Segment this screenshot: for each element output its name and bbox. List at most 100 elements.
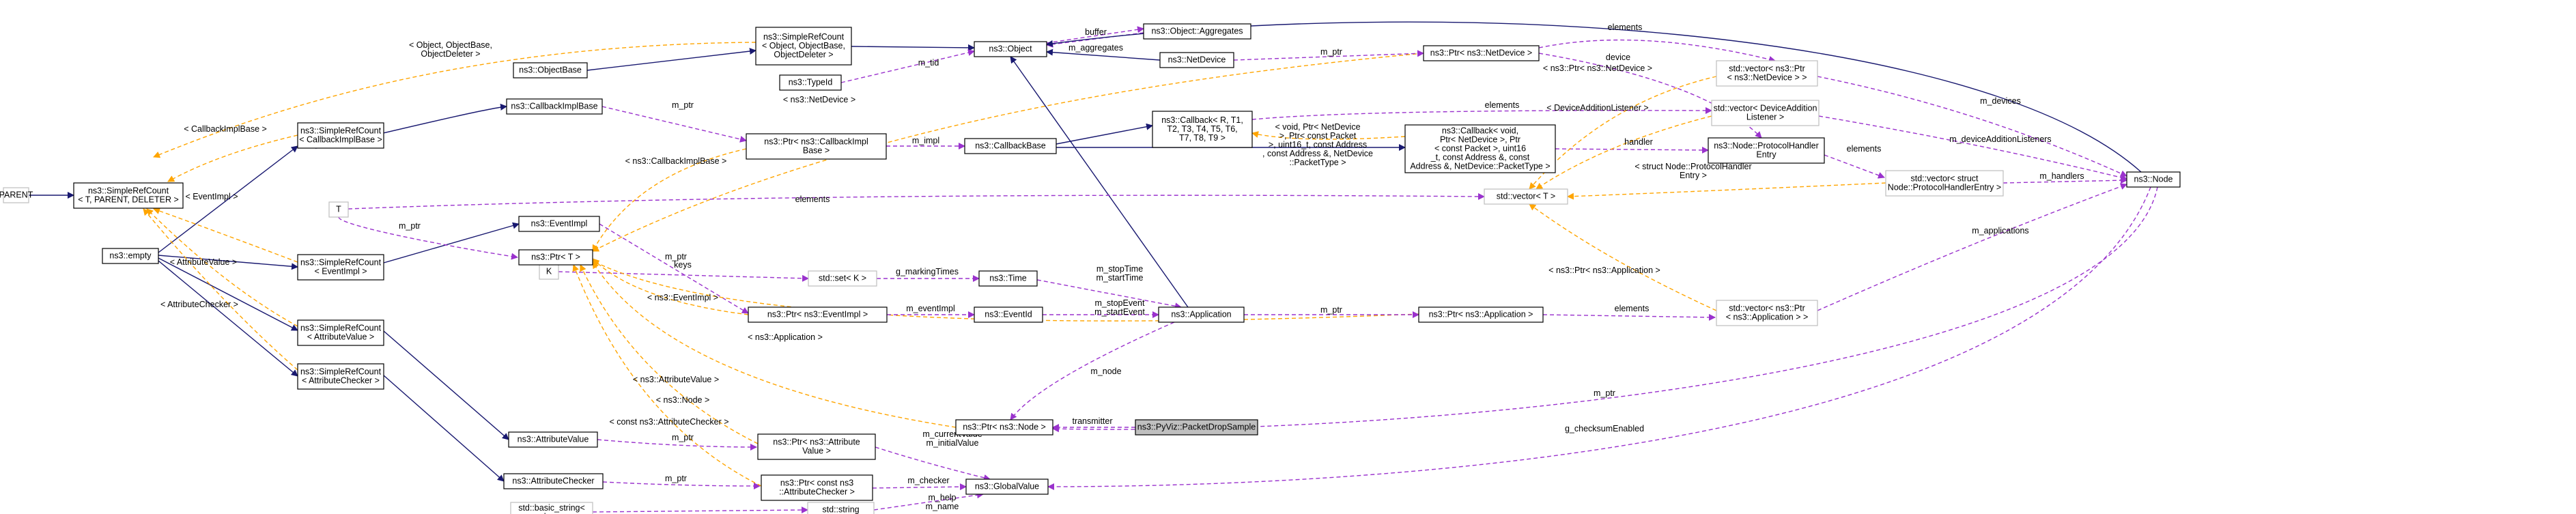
edge-vecPtrApplication-to-node xyxy=(1817,183,2127,311)
edge-object-to-aggregates xyxy=(1046,26,1144,44)
edge-label: m_ptr xyxy=(665,252,687,261)
node-label: < T, PARENT, DELETER > xyxy=(78,195,179,205)
edge-empty-to-srcAc xyxy=(158,260,298,377)
node-label: ns3::SimpleRefCount xyxy=(88,186,169,196)
edge-ptrEventImpl-to-ptrT xyxy=(592,258,749,315)
node-srcEv[interactable]: ns3::SimpleRefCount< EventImpl > xyxy=(297,254,384,281)
edge-label: handler xyxy=(1624,137,1653,147)
node-label: ns3::empty xyxy=(109,251,152,261)
node-ptrNetDevice[interactable]: ns3::Ptr< ns3::NetDevice > xyxy=(1423,45,1540,61)
edge-labels-layer: < Object, ObjectBase,ObjectDeleter >< Ca… xyxy=(160,23,2084,511)
node-ptrT[interactable]: ns3::Ptr< T > xyxy=(518,249,593,266)
node-callbackR[interactable]: ns3::Callback< R, T1,T2, T3, T4, T5, T6,… xyxy=(1152,111,1253,148)
node-parent[interactable]: PARENT xyxy=(0,187,33,203)
edge-ptrNetDevice-to-ptrT xyxy=(592,53,1424,252)
node-ptrCbImpl[interactable]: ns3::Ptr< ns3::CallbackImplBase > xyxy=(746,133,887,160)
edge-object-to-node xyxy=(1046,21,2142,173)
node-vecT[interactable]: std::vector< T > xyxy=(1484,188,1568,205)
node-objBase[interactable]: ns3::ObjectBase xyxy=(513,62,588,78)
node-ptrNode[interactable]: ns3::Ptr< ns3::Node > xyxy=(955,419,1053,436)
node-label: std::vector< DeviceAddition xyxy=(1714,104,1817,113)
node-ptrAttrChecker[interactable]: ns3::Ptr< const ns3::AttributeChecker > xyxy=(761,474,873,501)
node-callbackVoid[interactable]: ns3::Callback< void,Ptr< NetDevice >, Pt… xyxy=(1404,124,1556,173)
edge-label: m_aggregates xyxy=(1068,43,1123,53)
edge-label: < ns3::EventImpl > xyxy=(647,293,718,302)
node-callbackBase[interactable]: ns3::CallbackBase xyxy=(964,138,1057,154)
edge-srcObj-to-srcT xyxy=(153,42,756,158)
node-netDevice[interactable]: ns3::NetDevice xyxy=(1159,52,1234,68)
edge-eventImpl-to-ptrEventImpl xyxy=(599,223,749,314)
node-label: < Object, ObjectBase, xyxy=(762,41,845,51)
node-label: ns3::Ptr< T > xyxy=(531,253,580,262)
node-node[interactable]: ns3::Node xyxy=(2126,171,2181,188)
node-vecPtrApplication[interactable]: std::vector< ns3::Ptr< ns3::Application … xyxy=(1716,300,1818,326)
node-srcCb[interactable]: ns3::SimpleRefCount< CallbackImplBase > xyxy=(297,122,384,149)
edge-label: m_ptr xyxy=(1320,305,1342,315)
node-ptrAttrValue[interactable]: ns3::Ptr< ns3::AttributeValue > xyxy=(757,433,876,460)
node-label: std::string xyxy=(822,505,859,514)
node-packetDrop[interactable]: ns3::PyViz::PacketDropSample xyxy=(1135,419,1258,436)
node-cbImplBase[interactable]: ns3::CallbackImplBase xyxy=(506,98,603,115)
node-label: < const Packet >, uint16 xyxy=(1434,144,1526,154)
node-label: Address &, NetDevice::PacketType > xyxy=(1410,162,1550,171)
edge-label: m_handlers xyxy=(2039,171,2084,181)
node-ptrEventImpl[interactable]: ns3::Ptr< ns3::EventImpl > xyxy=(748,306,888,323)
node-label: ns3::AttributeChecker xyxy=(512,476,594,486)
node-stdString[interactable]: std::string xyxy=(807,502,875,514)
node-attrChecker[interactable]: ns3::AttributeChecker xyxy=(503,473,604,489)
edge-attrValue-to-ptrAttrValue xyxy=(597,439,757,451)
edge-label: m_applications xyxy=(1972,226,2028,235)
node-label: T xyxy=(336,205,341,214)
node-attrValue[interactable]: ns3::AttributeValue xyxy=(508,431,598,448)
node-aggregates[interactable]: ns3::Object::Aggregates xyxy=(1143,23,1251,40)
node-label: char > xyxy=(539,512,563,514)
edge-label: m_eventImpl xyxy=(906,304,955,313)
edge-srcAv-to-attrValue xyxy=(383,330,509,440)
node-typeId[interactable]: ns3::TypeId xyxy=(779,74,842,91)
node-srcT[interactable]: ns3::SimpleRefCount< T, PARENT, DELETER … xyxy=(73,182,184,209)
node-label: ns3::Application xyxy=(1171,310,1231,319)
node-srcAc[interactable]: ns3::SimpleRefCount< AttributeChecker > xyxy=(297,363,384,390)
node-vecPtrNetDevice[interactable]: std::vector< ns3::Ptr< ns3::NetDevice > … xyxy=(1716,60,1818,87)
edge-stdString-to-globalValue xyxy=(873,491,984,511)
edge-Tleaf-to-ptrT xyxy=(338,216,518,260)
node-srcAv[interactable]: ns3::SimpleRefCount< AttributeValue > xyxy=(297,319,384,346)
edge-srcAc-to-attrChecker xyxy=(383,375,505,482)
node-vecProtocolHandler[interactable]: std::vector< structNode::ProtocolHandler… xyxy=(1885,170,2004,197)
node-label: ns3::Node::ProtocolHandler xyxy=(1714,141,1819,151)
edges-layer xyxy=(29,21,2158,514)
edge-label: m_impl xyxy=(912,136,939,145)
edge-ptrAttrChecker-to-globalValue xyxy=(872,483,967,491)
node-protocolHandler[interactable]: ns3::Node::ProtocolHandlerEntry xyxy=(1708,137,1825,164)
node-basicString[interactable]: std::basic_string<char > xyxy=(510,502,593,514)
node-eventId[interactable]: ns3::EventId xyxy=(974,306,1043,323)
edge-label: m_ptr xyxy=(672,100,694,110)
node-label: ns3::NetDevice xyxy=(1168,55,1226,65)
edge-label: device xyxy=(1606,53,1630,62)
edge-cbImplBase-to-ptrCbImpl xyxy=(601,106,747,143)
edge-label: < Object, ObjectBase,ObjectDeleter > xyxy=(409,40,492,59)
node-application[interactable]: ns3::Application xyxy=(1158,306,1245,323)
node-srcObj[interactable]: ns3::SimpleRefCount< Object, ObjectBase,… xyxy=(755,27,852,66)
edge-vecPtrNetDevice-to-node xyxy=(1817,76,2127,177)
node-label: std::vector< ns3::Ptr xyxy=(1729,64,1805,74)
node-object[interactable]: ns3::Object xyxy=(974,41,1047,57)
node-empty[interactable]: ns3::empty xyxy=(102,248,159,264)
edge-empty-to-srcCb xyxy=(158,145,298,253)
edge-label: < void, Ptr< NetDevice>, Ptr< const Pack… xyxy=(1262,122,1373,167)
edge-ptrAttrValue-to-ptrT xyxy=(580,264,759,444)
node-Kleaf[interactable]: K xyxy=(539,263,559,280)
edge-callbackVoid-to-protocolHandler xyxy=(1555,146,1709,154)
edge-protocolHandler-to-vecProtocolHandler xyxy=(1824,154,1885,179)
node-eventImpl[interactable]: ns3::EventImpl xyxy=(518,216,600,232)
node-setK[interactable]: std::set< K > xyxy=(808,270,877,287)
node-label: Entry xyxy=(1756,150,1777,160)
node-label: std::basic_string< xyxy=(518,503,585,513)
node-label: ns3::PyViz::PacketDropSample xyxy=(1137,423,1256,432)
node-Tleaf[interactable]: T xyxy=(328,201,349,218)
node-label: ns3::Ptr< ns3::NetDevice > xyxy=(1430,48,1532,58)
node-vecDeviceAddition[interactable]: std::vector< DeviceAdditionListener > xyxy=(1711,100,1820,126)
node-globalValue[interactable]: ns3::GlobalValue xyxy=(965,479,1049,495)
node-time[interactable]: ns3::Time xyxy=(978,270,1038,287)
node-ptrApplication[interactable]: ns3::Ptr< ns3::Application > xyxy=(1418,306,1544,323)
